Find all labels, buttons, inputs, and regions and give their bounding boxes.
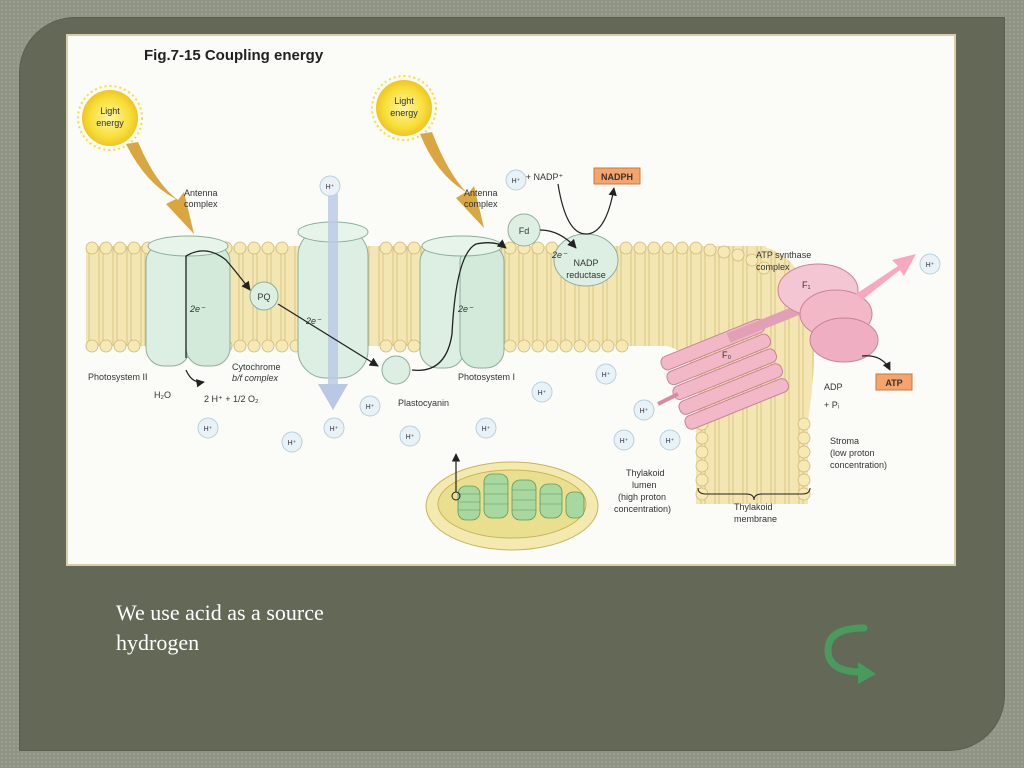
- pq-label: PQ: [257, 292, 270, 302]
- atp-box: [875, 373, 913, 391]
- nadp-reactants-label: H⁺ + NADP⁺: [512, 172, 564, 182]
- cytochrome-complex: [297, 194, 369, 410]
- electron-label: 2e⁻: [189, 304, 206, 314]
- electron-label: 2e⁻: [551, 250, 568, 260]
- atp-synthase-label: complex: [756, 262, 790, 272]
- photosystem-ii-label: Photosystem II: [88, 372, 148, 382]
- caption-line: We use acid as a source: [116, 600, 324, 625]
- proton-label: H⁺: [926, 262, 935, 269]
- proton-label: H⁺: [330, 426, 339, 433]
- electron-path: [277, 303, 379, 367]
- slide-caption: We use acid as a source hydrogen: [116, 598, 436, 658]
- proton-label: H⁺: [326, 184, 335, 191]
- lumen-label: (high proton: [618, 492, 666, 502]
- atp-synthase: [657, 254, 916, 430]
- proton-label: H⁺: [512, 178, 521, 185]
- proton-label: H⁺: [366, 404, 375, 411]
- proton-flow-arrow: [856, 254, 916, 300]
- photosystem-i: [419, 235, 505, 369]
- proton-label: H⁺: [204, 426, 213, 433]
- light-arrow: [420, 132, 484, 228]
- electron-path: [185, 250, 251, 358]
- caption-line: hydrogen: [116, 630, 200, 655]
- lumen-label: Thylakoid: [626, 468, 665, 478]
- membrane-label: membrane: [734, 514, 777, 524]
- f1-label: F₁: [802, 280, 811, 290]
- proton-label: H⁺: [666, 438, 675, 445]
- water-split-label: 2 H⁺ + 1/2 O₂: [204, 394, 259, 404]
- membrane-bracket: [697, 487, 811, 501]
- adp-label: ADP: [824, 382, 843, 392]
- figure-title: Fig.7-15 Coupling energy: [144, 47, 324, 64]
- nadp-reductase-label: NADP: [573, 258, 598, 268]
- cytochrome-label: Cytochrome: [232, 362, 281, 372]
- sun-icon: [371, 75, 437, 141]
- proton-label: H⁺: [640, 408, 649, 415]
- curved-arrow-icon: [824, 624, 876, 684]
- diagram-svg: Fig.7-15 Coupling energy: [77, 47, 941, 551]
- antenna-label: complex: [184, 199, 218, 209]
- lumen-label: concentration): [614, 504, 671, 514]
- antenna-label: complex: [464, 199, 498, 209]
- proton-label: H⁺: [406, 434, 415, 441]
- fo-label: F₀: [722, 350, 731, 360]
- light-energy-label: Light: [394, 96, 414, 106]
- fd-label: Fd: [519, 226, 530, 236]
- proton-label: H⁺: [538, 390, 547, 397]
- electron-label: 2e⁻: [457, 304, 474, 314]
- membrane-label: Thylakoid: [734, 502, 773, 512]
- electron-path: [411, 239, 507, 371]
- light-energy-label: energy: [96, 118, 124, 128]
- water-label: H₂O: [154, 390, 171, 400]
- light-energy-label: energy: [390, 108, 418, 118]
- chloroplast-illustration: [425, 453, 599, 551]
- electron-label: 2e⁻: [305, 316, 322, 326]
- antenna-label: Antenna: [184, 188, 218, 198]
- cytochrome-label: b/f complex: [232, 373, 279, 383]
- pq-carrier: [249, 281, 279, 311]
- photosystem-i-label: Photosystem I: [458, 372, 515, 382]
- electron-path: [539, 229, 577, 249]
- stroma-label: (low proton: [830, 448, 875, 458]
- proton-label: H⁺: [602, 372, 611, 379]
- atp-synthase-label: ATP synthase: [756, 250, 811, 260]
- water-arrow: [185, 369, 205, 388]
- lumen-label: lumen: [632, 480, 657, 490]
- stroma-label: concentration): [830, 460, 887, 470]
- light-energy-label: Light: [100, 106, 120, 116]
- return-button[interactable]: [818, 620, 884, 686]
- pi-label: + Pᵢ: [824, 400, 839, 410]
- atp-arrow: [861, 355, 891, 371]
- nadph-arrow: [557, 183, 617, 235]
- nadph-box: [593, 167, 641, 185]
- antenna-label: Antenna: [464, 188, 498, 198]
- stroma-label: Stroma: [830, 436, 859, 446]
- light-arrow: [126, 142, 194, 234]
- atp-label: ATP: [885, 378, 902, 388]
- plastocyanin-label: Plastocyanin: [398, 398, 449, 408]
- nadph-label: NADPH: [601, 172, 633, 182]
- proton-label: H⁺: [288, 440, 297, 447]
- nadp-reductase-label: reductase: [566, 270, 606, 280]
- figure-coupling-energy: Fig.7-15 Coupling energy: [66, 34, 956, 566]
- sun-icon: [77, 85, 143, 151]
- proton-label: H⁺: [620, 438, 629, 445]
- plastocyanin-carrier: [381, 355, 411, 385]
- proton-label: H⁺: [482, 426, 491, 433]
